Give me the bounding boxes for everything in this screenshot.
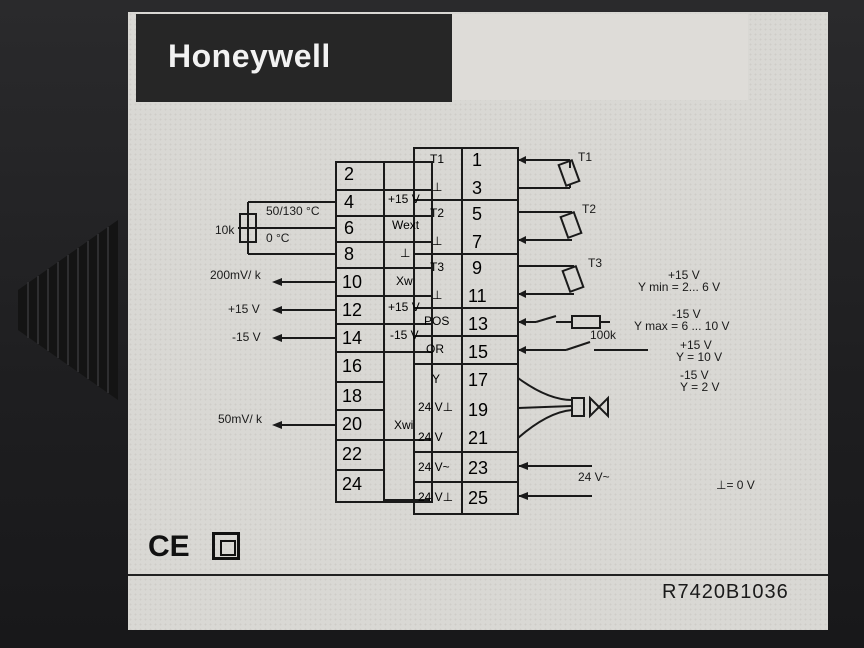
pos-minus-label: -15 V (672, 307, 701, 321)
terminal-number: 25 (468, 488, 489, 508)
inner-label: T2 (430, 206, 445, 220)
brand-logo: Honeywell (168, 38, 331, 74)
terminal-number: 10 (342, 272, 363, 292)
terminal-number: 4 (344, 192, 355, 212)
or-plus-label: +15 V (680, 338, 712, 352)
sensor-t3-label: T3 (588, 256, 603, 270)
terminal-number: 5 (472, 204, 483, 224)
output-minus15-label: -15 V (232, 330, 261, 344)
inner-label: Wext (392, 218, 420, 232)
pos-plus-label: +15 V (668, 268, 700, 282)
inner-label: T1 (430, 152, 445, 166)
output-200mv-label: 200mV/ k (210, 268, 261, 282)
inner-label: 24 V (418, 430, 443, 444)
footer-divider (128, 574, 828, 576)
terminal-number: 19 (468, 400, 489, 420)
zero-label: 0 °C (266, 231, 290, 245)
inner-label: Y (432, 372, 441, 386)
terminal-number: 7 (472, 232, 483, 252)
inner-label: T3 (430, 260, 445, 274)
terminal-number: 13 (468, 314, 489, 334)
terminal-number: 8 (344, 244, 355, 264)
pot-100k-label: 100k (590, 328, 617, 342)
terminal-number: 14 (342, 328, 363, 348)
ground-label: ⊥= 0 V (716, 478, 755, 492)
pos-ymax-label: Y max = 6 ... 10 V (634, 319, 730, 333)
terminal-number: 6 (344, 218, 355, 238)
model-number: R7420B1036 (662, 581, 789, 603)
terminal-number: 17 (468, 370, 489, 390)
inner-label: 24 V⊥ (418, 490, 454, 504)
supply-label: 24 V~ (578, 470, 610, 484)
terminal-number: 22 (342, 444, 363, 464)
pot-label: 10k (215, 223, 235, 237)
inner-label: ⊥ (432, 288, 443, 302)
terminal-number: 9 (472, 258, 483, 278)
inner-label: ⊥ (400, 246, 411, 260)
sensor-t1-label: T1 (578, 150, 593, 164)
output-50mv-label: 50mV/ k (218, 412, 263, 426)
inner-label: 24 V⊥ (418, 400, 454, 414)
inner-label: OR (426, 342, 444, 356)
pos-ymin-label: Y min = 2... 6 V (638, 280, 721, 294)
ce-mark: CE (148, 530, 190, 563)
terminal-number: 23 (468, 458, 489, 478)
inner-label: Xw (396, 274, 413, 288)
or-y10-label: Y = 10 V (676, 350, 723, 364)
inner-label: +15 V (388, 300, 420, 314)
terminal-number: 21 (468, 428, 489, 448)
terminal-number: 24 (342, 474, 363, 494)
inner-label: -15 V (390, 328, 419, 342)
inner-label: ⊥ (432, 180, 443, 194)
terminal-number: 3 (472, 178, 483, 198)
vent-grille (18, 220, 118, 400)
terminal-number: 16 (342, 356, 363, 376)
inner-label: Xwi (394, 418, 414, 432)
terminal-number: 2 (344, 164, 355, 184)
inner-label: ⊥ (432, 234, 443, 248)
terminal-number: 15 (468, 342, 489, 362)
terminal-number: 12 (342, 300, 363, 320)
sensor-t2-label: T2 (582, 202, 597, 216)
blank-label-area (452, 14, 748, 100)
terminal-number: 11 (468, 286, 487, 306)
inner-label: 24 V~ (418, 460, 450, 474)
or-y2-label: Y = 2 V (680, 380, 720, 394)
inner-label: +15 V (388, 192, 420, 206)
range-label: 50/130 °C (266, 204, 320, 218)
output-plus15-label: +15 V (228, 302, 260, 316)
double-insulation-icon (212, 532, 240, 560)
terminal-number: 1 (472, 150, 483, 170)
inner-label: POS (424, 314, 450, 328)
wiring-label (128, 12, 828, 630)
brand-band (136, 14, 452, 102)
ground-value: = 0 V (726, 478, 755, 492)
terminal-number: 20 (342, 414, 363, 434)
or-minus-label: -15 V (680, 368, 709, 382)
terminal-number: 18 (342, 386, 363, 406)
